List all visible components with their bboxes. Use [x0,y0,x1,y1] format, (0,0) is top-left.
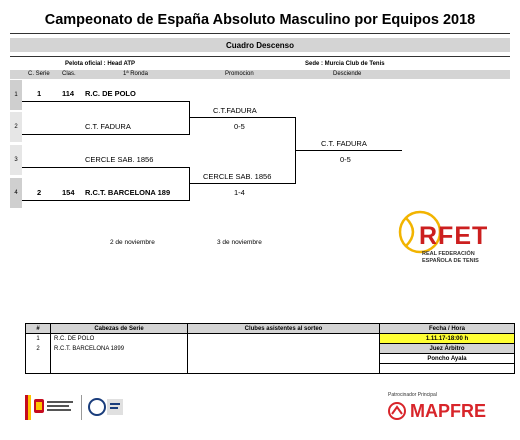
section-bar: Cuadro Descenso [10,38,510,52]
header-promocion: Promocion [225,71,254,77]
row-number-3: 3 [10,145,22,175]
column-headers: C. Serie Clas. 1ª Ronda Promocion Descie… [10,70,510,79]
ball-info: Pelota oficial : Head ATP [65,61,136,67]
sponsor-label: Patrocinador Principal [388,392,437,398]
bracket-line [22,134,190,135]
bracket-line [22,101,190,102]
col-header-date: Fecha / Hora [379,323,515,334]
referee-name: Poncho Ayala [379,353,515,364]
row-number-1: 1 [10,80,22,110]
header-desciende: Desciende [333,71,362,77]
referee-label: Juez Árbitro [379,343,515,354]
info-bar: Pelota oficial : Head ATP Sede : Murcia … [10,61,510,70]
seed-number: 2 [25,343,51,354]
spain-crest-icon [25,395,123,420]
bracket-line [22,167,190,168]
team-row-4: R.C.T. BARCELONA 189 [85,188,171,197]
title-divider [10,33,510,34]
row-number-2: 2 [10,112,22,142]
venue-info: Sede : Murcia Club de Tenis [305,61,385,67]
draw-date-value: 1.11.17-18:00 h [379,333,515,344]
bracket-connector [189,167,190,201]
section-title: Cuadro Descenso [225,40,295,50]
desciende-team: C.T. FADURA [321,139,367,148]
col-header-seeds: Cabezas de Serie [50,323,188,334]
rfet-logo-line1: REAL FEDERACIÓN [422,251,475,257]
seed-name: R.C.T. BARCELONA 1899 [50,343,188,354]
rank-1: 114 [62,89,75,98]
rank-4: 154 [62,188,75,197]
seed-name: R.C. DE POLO [50,333,188,344]
page-title: Campeonato de España Absoluto Masculino … [44,12,476,28]
header-serie: C. Serie [28,71,50,77]
promocion-team-1: C.T.FADURA [213,106,257,115]
desciende-score: 0-5 [340,155,351,164]
sponsor-name: MAPFRE [410,401,486,421]
date-round1: 2 de noviembre [110,239,155,246]
team-row-1: R.C. DE POLO [85,89,136,98]
promocion-team-2: CERCLE SAB. 1856 [203,172,272,181]
col-header-num: # [25,323,51,334]
header-ronda1: 1ª Ronda [123,71,148,77]
bracket-line [189,117,296,118]
rfet-logo-line2: ESPAÑOLA DE TENIS [422,258,479,264]
bracket-line [295,150,402,151]
bracket-line [22,200,190,201]
promocion-score-1: 0-5 [234,122,245,131]
team-row-2: C.T. FADURA [85,122,131,131]
seed-4: 2 [37,188,42,197]
draw-info-table: # Cabezas de Serie Clubes asistentes al … [25,323,515,374]
header-clas: Clas. [62,71,76,77]
col-header-clubs: Clubes asistentes al sorteo [187,323,380,334]
mapfre-logo: MAPFRE [388,400,513,422]
row-number-4: 4 [10,178,22,208]
seed-number: 1 [25,333,51,344]
government-logos [25,395,125,420]
rfet-logo-text: RFET [419,222,489,250]
mapfre-emblem-icon [388,402,406,420]
promocion-score-2: 1-4 [234,188,245,197]
bracket-connector [189,101,190,135]
clubs-cell [187,333,380,374]
section-divider [10,56,510,57]
rfet-ball-icon [398,210,442,254]
date-round2: 3 de noviembre [217,239,262,246]
rfet-logo: RFET REAL FEDERACIÓN ESPAÑOLA DE TENIS [398,206,502,276]
seed-1: 1 [37,89,42,98]
team-row-3: CERCLE SAB. 1856 [85,155,154,164]
bracket-line [189,183,296,184]
